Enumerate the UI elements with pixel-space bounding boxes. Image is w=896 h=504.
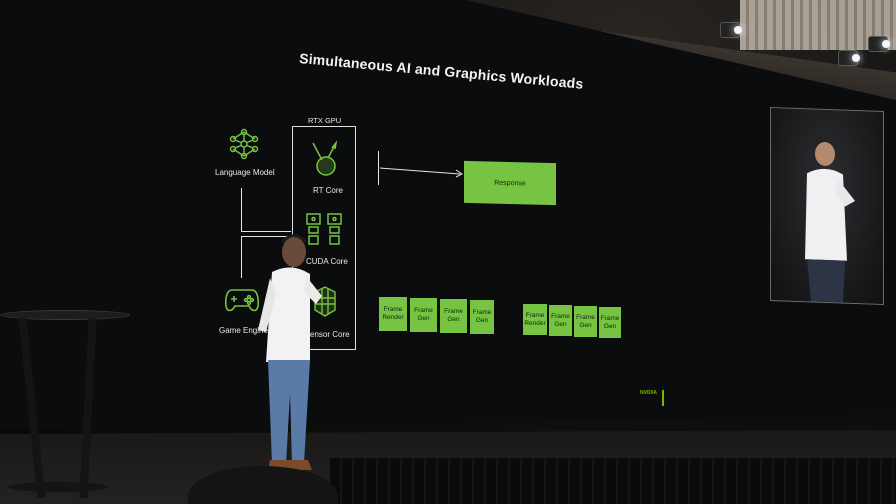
stage-light-icon [720,22,742,38]
connector-line [241,231,291,232]
gamepad-icon [224,289,260,312]
connector-line [241,236,291,237]
presenter-closeup [805,139,855,303]
timeline-marker [378,151,379,185]
side-video-screen [770,107,884,305]
arrow-right-icon [380,167,463,178]
main-screen: Simultaneous AI and Graphics Workloads L… [215,50,664,406]
cuda-core-label: CUDA Core [306,257,348,266]
nvidia-logo: NVIDIA [640,390,657,396]
cuda-core-icon [306,213,342,245]
connector-line [241,236,242,278]
tensor-core-label: ensor Core [310,330,350,339]
language-model-label: Language Model [215,168,275,177]
gpu-label: RTX GPU [308,116,342,125]
connector-line [241,188,242,232]
rt-core-label: RT Core [313,186,343,195]
stage-light-icon [868,36,890,52]
nvidia-logo-bar [662,390,664,406]
presenter-table [0,310,130,320]
slide-title: Simultaneous AI and Graphics Workloads [298,50,585,92]
stage-skirt [330,458,896,504]
game-engine-label: Game Engine [219,326,268,335]
stage-light-icon [838,50,860,66]
table-base [8,482,108,492]
neural-network-icon [229,128,259,160]
response-block: Response [464,160,556,206]
rt-core-icon [312,140,338,176]
presenter [258,234,322,470]
